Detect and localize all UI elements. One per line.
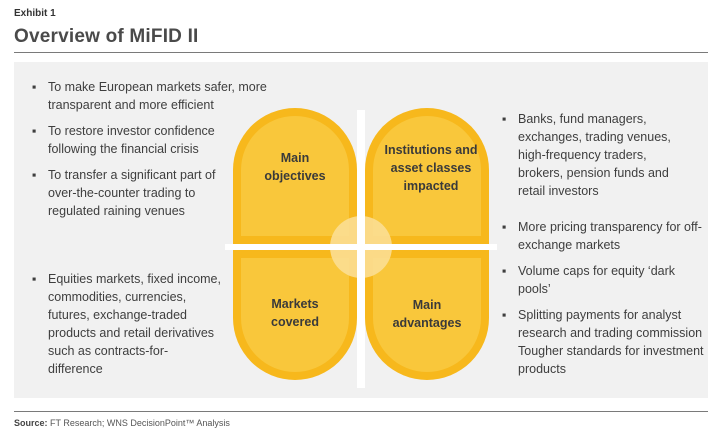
bullet-marker: ▪ [502, 264, 507, 278]
objectives-bullet-list: ▪ To make European markets safer, more t… [30, 78, 300, 228]
list-item: ▪ To restore investor confidence followi… [32, 124, 215, 156]
markets-bullet-list: ▪ Equities markets, fixed income, commod… [30, 270, 230, 386]
list-item: ▪ To make European markets safer, more t… [32, 80, 267, 112]
bullet-marker: ▪ [502, 308, 507, 322]
page-title: Overview of MiFID II [14, 26, 199, 47]
bullet-marker: ▪ [502, 220, 507, 234]
bullet-marker: ▪ [32, 124, 37, 138]
label-institutions-impacted: Institutions and asset classes impacted [384, 143, 478, 193]
list-item: ▪ To transfer a significant part of over… [32, 168, 216, 218]
list-item: ▪ More pricing transparency for off-exch… [502, 220, 702, 252]
label-main-advantages: Main advantages [392, 298, 462, 330]
list-item: ▪ Splitting payments for analyst researc… [502, 308, 704, 376]
footer-divider [14, 411, 708, 412]
bullet-marker: ▪ [32, 80, 37, 94]
label-markets-covered: Markets covered [271, 297, 319, 329]
label-main-objectives: Main objectives [264, 151, 326, 183]
source-text: FT Research; WNS DecisionPoint™ Analysis [47, 418, 230, 428]
list-item: ▪ Banks, fund managers, exchanges, tradi… [502, 112, 671, 198]
title-divider [14, 52, 708, 53]
source-note: Source: FT Research; WNS DecisionPoint™ … [14, 418, 230, 428]
bullet-marker: ▪ [32, 272, 37, 286]
list-item: ▪ Equities markets, fixed income, commod… [32, 272, 221, 376]
exhibit-label: Exhibit 1 [14, 8, 56, 19]
institutions-bullet-list: ▪ Banks, fund managers, exchanges, tradi… [500, 110, 706, 208]
bullet-marker: ▪ [32, 168, 37, 182]
bullet-marker: ▪ [502, 112, 507, 126]
source-label: Source: [14, 418, 48, 428]
advantages-bullet-list: ▪ More pricing transparency for off-exch… [500, 218, 706, 386]
list-item: ▪ Volume caps for equity ‘dark pools’ [502, 264, 676, 296]
